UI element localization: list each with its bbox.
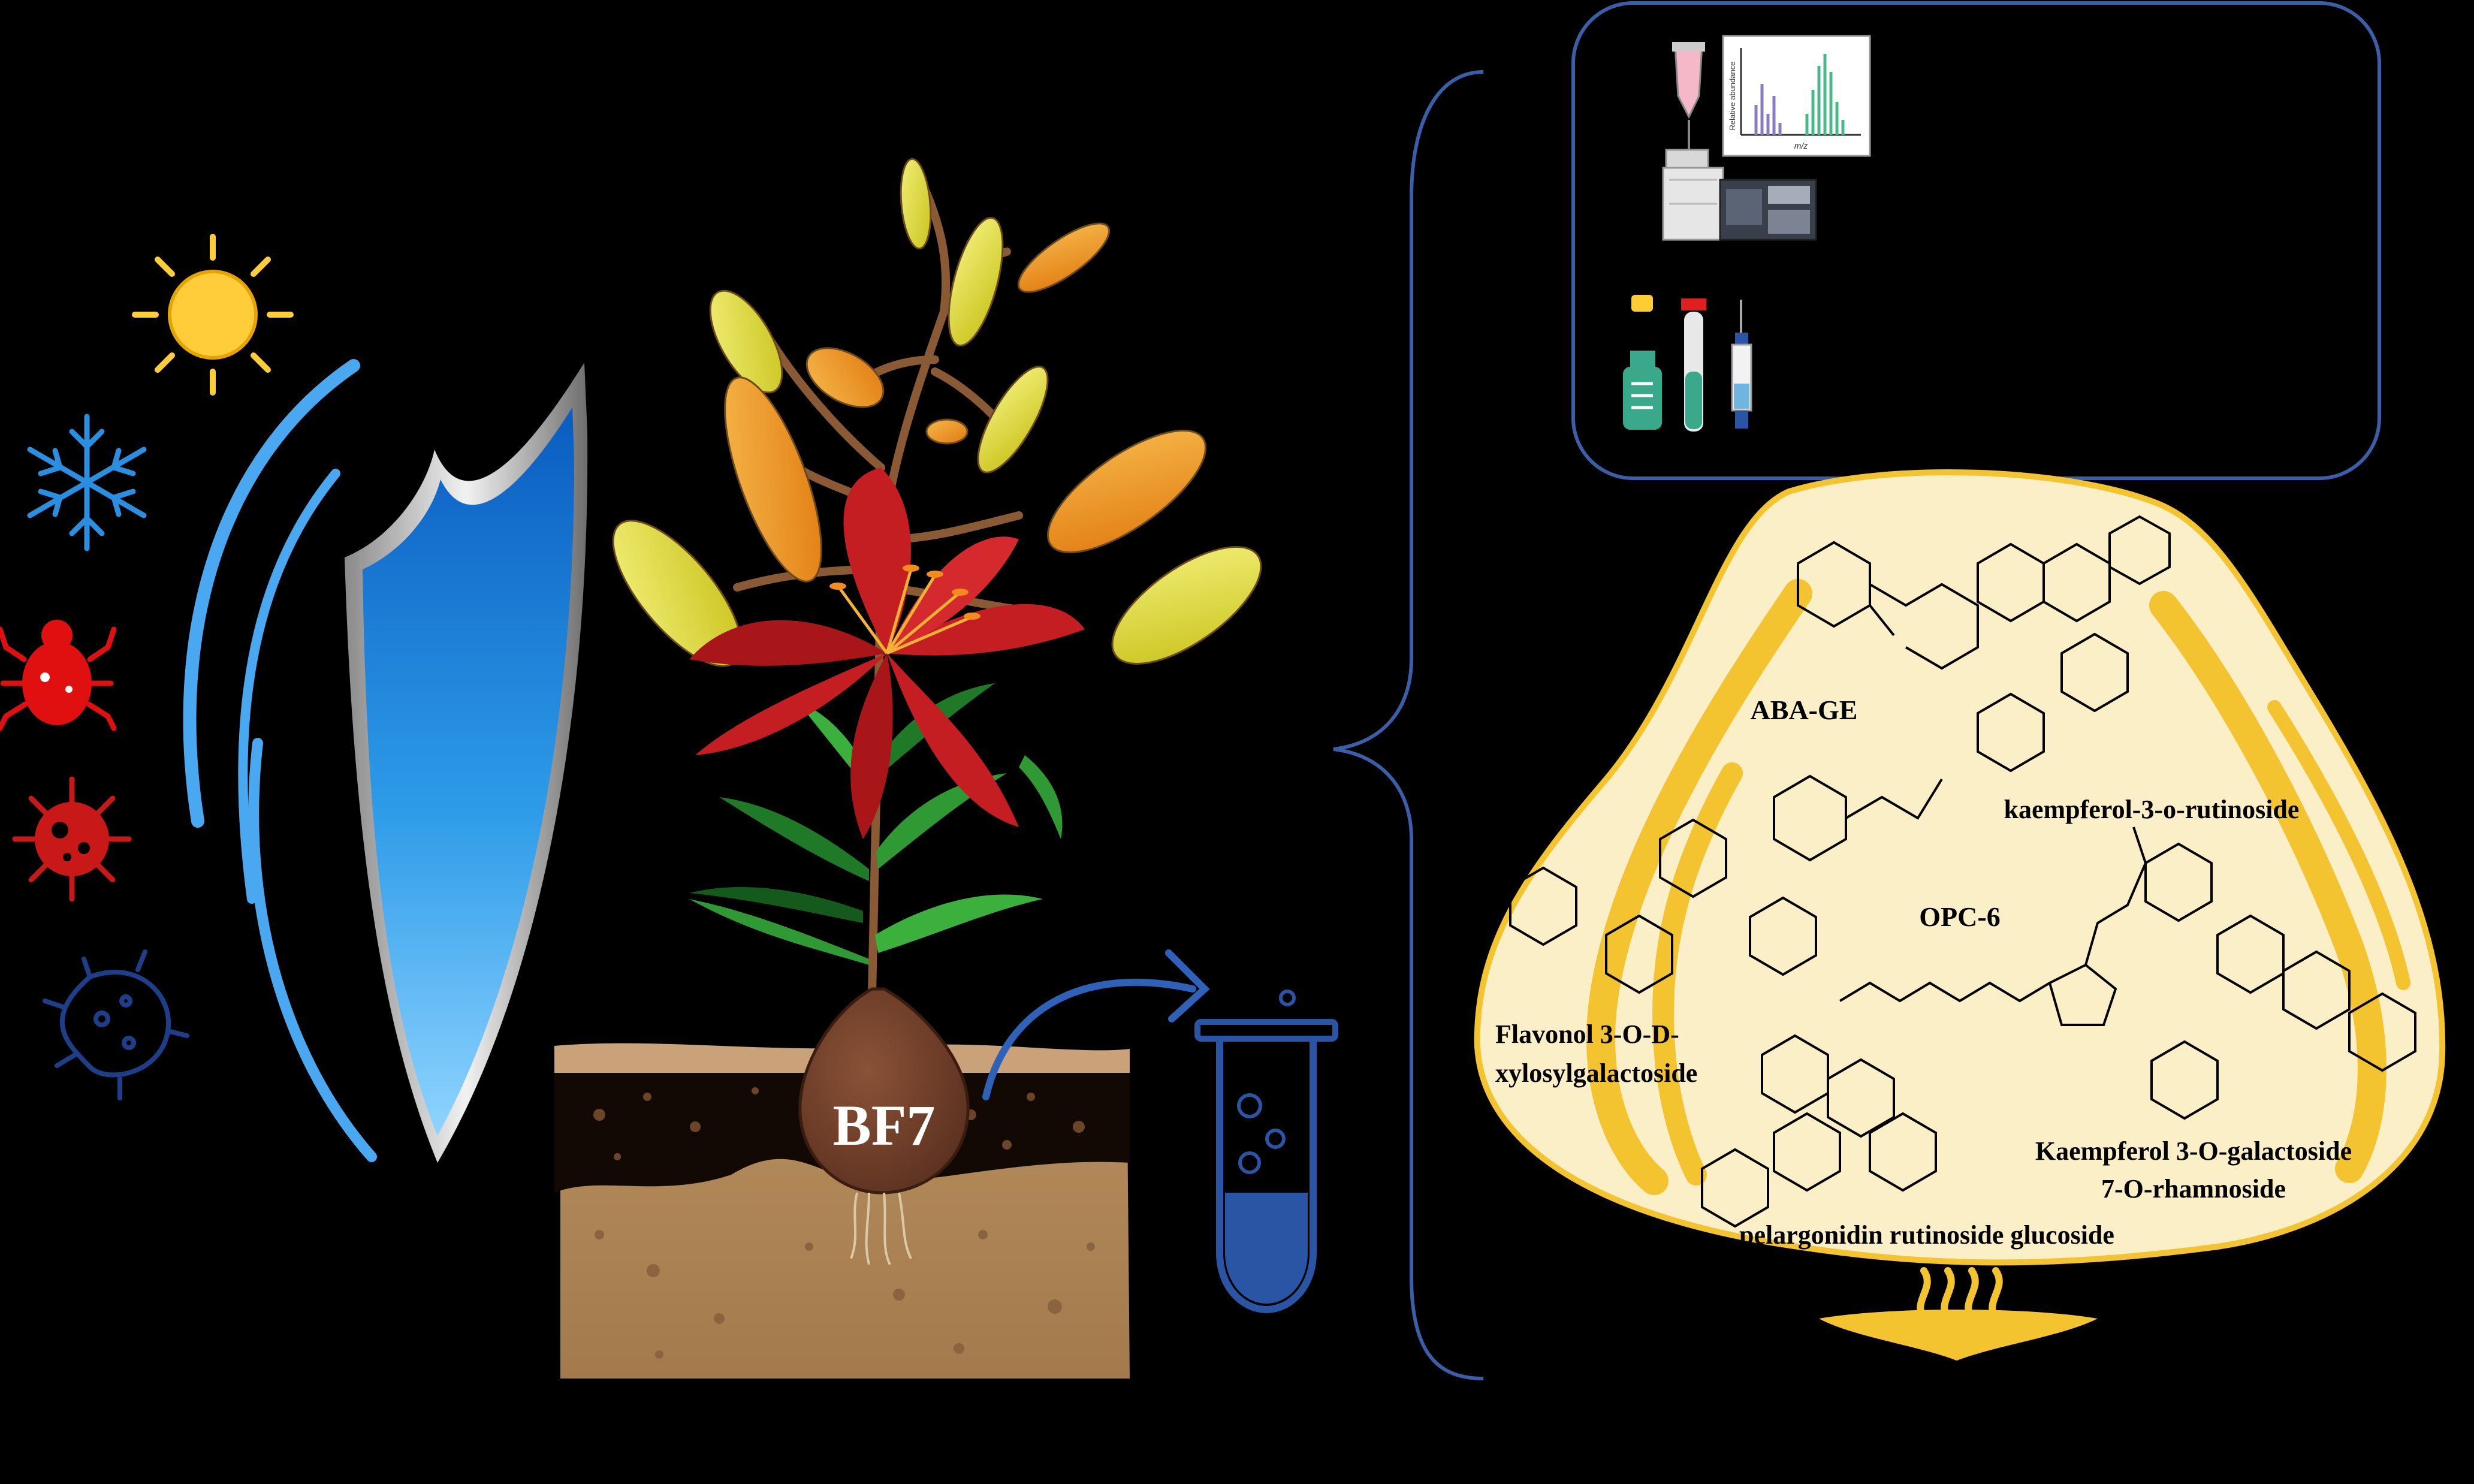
snowflake-icon: [27, 414, 147, 551]
analysis-panel: Relative abundance m/z: [1571, 1, 2381, 480]
shield-icon: [345, 363, 588, 1163]
label-opc6: OPC-6: [1919, 901, 2000, 932]
virus-icon: [12, 776, 132, 902]
label-kaempferol-galactoside-line2: 7-O-rhamnoside: [2101, 1174, 2286, 1204]
ms-xlabel: m/z: [1794, 141, 1808, 150]
ms-ylabel: Relative abundance: [1728, 62, 1737, 131]
bulb-label: BF7: [833, 1093, 936, 1157]
label-flavonol-line1: Flavonol 3-O-D-: [1495, 1020, 1679, 1049]
label-flavonol-line2: xylosylgalactoside: [1495, 1058, 1697, 1088]
label-kaempferol-rutinoside: kaempferol-3-o-rutinoside: [2004, 795, 2300, 824]
leaves: [689, 683, 1063, 965]
curly-brace: [1333, 70, 1484, 1380]
compound-labels: ABA-GE kaempferol-3-o-rutinoside OPC-6 F…: [1495, 695, 2352, 1250]
red-lily-flower: [689, 467, 1085, 839]
extraction-arrow: [982, 949, 1210, 1100]
syringe-icon: [1731, 300, 1752, 429]
deflection-arcs: [183, 359, 377, 1162]
bulb-cross-section: BF7: [798, 987, 970, 1265]
flower-buds: [612, 158, 1262, 667]
molecular-structures: [1509, 515, 2416, 1228]
bulb-scale-stripes: [1586, 579, 2410, 1195]
test-tube-icon: [1194, 990, 1338, 1314]
label-kaempferol-galactoside-line1: Kaempferol 3-O-galactoside: [2035, 1136, 2352, 1166]
medicine-bottle-icon: [1623, 295, 1662, 430]
heat-base: [1819, 1267, 2098, 1361]
bacterium-icon: [43, 949, 189, 1100]
mite-icon: [0, 620, 117, 731]
lily-plant: BF7: [554, 158, 1262, 1379]
label-pelargonidin: pelargonidin rutinoside glucoside: [1739, 1220, 2114, 1250]
lc-ms-instrument-icon: [1662, 42, 1817, 241]
mass-spectrum-chart: Relative abundance m/z: [1722, 35, 1871, 157]
label-aba-ge: ABA-GE: [1751, 695, 1858, 725]
sun-icon: [132, 234, 294, 396]
bulb-scale: [1474, 469, 2446, 1361]
vial-icon: [1681, 298, 1706, 432]
